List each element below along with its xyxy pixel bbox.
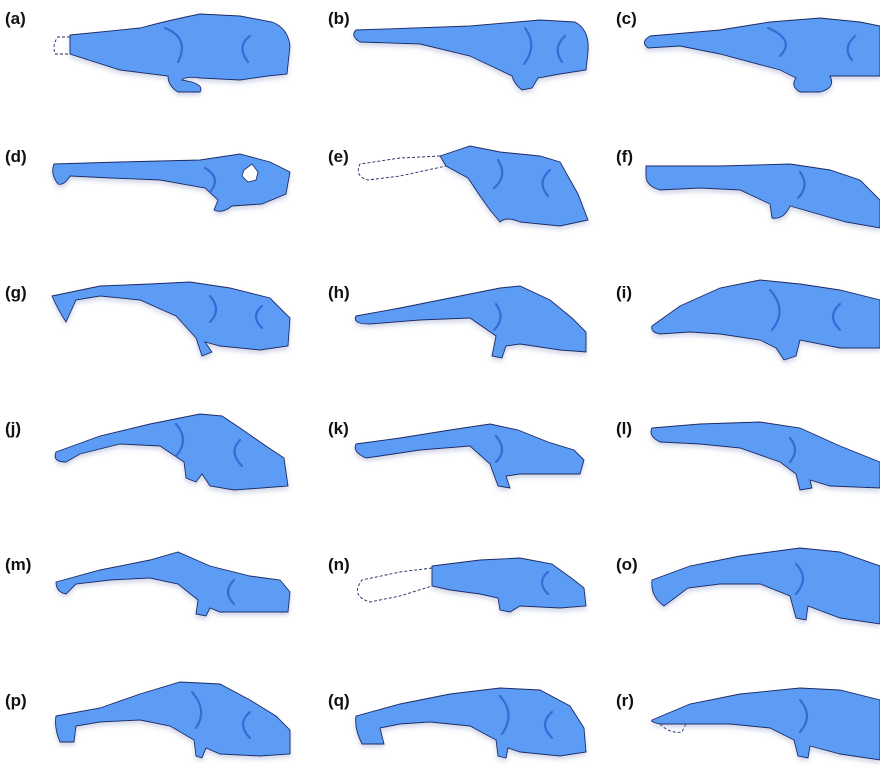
panel-r: (r) <box>616 688 880 760</box>
panel-label-q: (q) <box>328 691 350 710</box>
panel-k: (k) <box>328 419 584 488</box>
panel-label-h: (h) <box>328 283 350 302</box>
panel-label-j: (j) <box>5 419 21 438</box>
panel-b: (b) <box>328 9 588 90</box>
panel-j: (j) <box>5 414 288 490</box>
panel-label-k: (k) <box>328 419 349 438</box>
skull-silhouette-c <box>644 18 880 92</box>
skull-silhouette-d <box>53 154 290 211</box>
skull-silhouette-k <box>355 424 584 488</box>
panel-label-f: (f) <box>616 147 633 166</box>
missing-snout-outline <box>660 724 686 732</box>
panel-e: (e) <box>328 146 588 226</box>
panel-label-i: (i) <box>616 283 632 302</box>
panel-p: (p) <box>5 682 290 758</box>
panel-c: (c) <box>616 9 880 92</box>
panel-label-b: (b) <box>328 9 350 28</box>
skull-silhouette-m <box>56 552 290 616</box>
skull-silhouette-p <box>56 682 291 758</box>
panel-l: (l) <box>616 419 880 490</box>
skull-silhouette-l <box>651 422 880 490</box>
panel-a: (a) <box>5 9 290 92</box>
panel-d: (d) <box>5 147 290 211</box>
skull-silhouette-j <box>55 414 288 490</box>
panel-h: (h) <box>328 283 586 358</box>
panel-i: (i) <box>616 280 880 360</box>
skull-silhouette-q <box>356 688 586 758</box>
panel-q: (q) <box>328 688 586 758</box>
panel-label-n: (n) <box>328 555 350 574</box>
skull-silhouette-n <box>432 558 586 612</box>
panel-label-c: (c) <box>616 9 637 28</box>
missing-snout-outline <box>358 156 446 180</box>
skull-silhouette-o <box>652 548 880 624</box>
skull-silhouette-i <box>652 280 880 360</box>
skull-silhouette-f <box>646 164 880 228</box>
panel-n: (n) <box>328 555 586 612</box>
panel-label-m: (m) <box>5 555 31 574</box>
missing-snout-outline <box>358 568 433 602</box>
panel-o: (o) <box>616 548 880 624</box>
skull-silhouette-a <box>70 14 290 92</box>
panel-f: (f) <box>616 147 880 228</box>
skull-silhouette-h <box>355 286 586 358</box>
panel-m: (m) <box>5 552 290 616</box>
panel-label-a: (a) <box>5 9 26 28</box>
panel-label-d: (d) <box>5 147 27 166</box>
skull-silhouette-b <box>354 20 588 90</box>
panel-label-g: (g) <box>5 283 27 302</box>
skull-silhouette-r <box>652 688 880 760</box>
skull-silhouette-g <box>52 282 290 356</box>
missing-snout-outline <box>54 37 70 54</box>
skull-silhouette-e <box>440 146 588 226</box>
panel-label-o: (o) <box>616 555 638 574</box>
panel-label-e: (e) <box>328 147 349 166</box>
panel-label-p: (p) <box>5 691 27 710</box>
panel-g: (g) <box>5 282 290 356</box>
panel-label-r: (r) <box>616 691 634 710</box>
panel-label-l: (l) <box>616 419 632 438</box>
